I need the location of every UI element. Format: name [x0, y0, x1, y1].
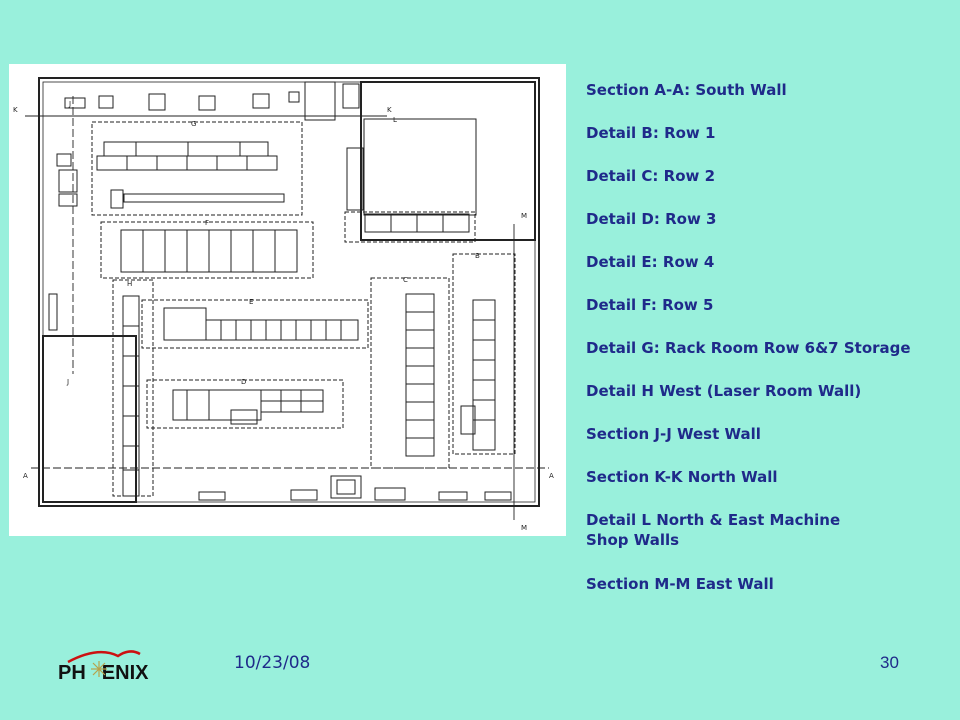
row-f-outline [100, 221, 314, 279]
mark-m-top: M [521, 212, 527, 220]
laser-room [42, 335, 137, 503]
mark-j-bottom: J [66, 378, 69, 386]
star-burst-icon [91, 661, 107, 677]
row-b-racks [460, 299, 496, 451]
machine-shop-inner [363, 118, 477, 216]
legend-item: Section A-A: South Wall [586, 81, 787, 99]
row-f-racks [120, 229, 298, 273]
legend-item: Section J-J West Wall [586, 425, 761, 443]
mark-g: G [191, 120, 196, 128]
mark-h: H [127, 280, 132, 288]
mark-j-top: J [68, 100, 71, 108]
logo-left: PH [58, 662, 86, 684]
row-e-racks [163, 307, 359, 341]
outer-wall-inner [42, 81, 536, 503]
legend-item: Section K-K North Wall [586, 468, 778, 486]
row-g-racks [96, 141, 285, 209]
mark-c: C [403, 276, 408, 284]
legend-item: Detail G: Rack Room Row 6&7 Storage [586, 339, 911, 357]
logo-wordmark: PH ENIX [58, 662, 148, 685]
mark-k-right: K [387, 106, 392, 114]
legend-item: Detail L North & East Machine Shop Walls [586, 511, 841, 549]
legend-item: Detail D: Row 3 [586, 210, 717, 228]
legend-item: Detail C: Row 2 [586, 167, 716, 185]
row-h-racks [122, 295, 140, 497]
mark-d: D [241, 378, 246, 386]
row-d-racks [172, 389, 324, 425]
mark-a-left: A [23, 472, 28, 480]
swoosh-icon [67, 650, 141, 664]
row-b-outline [452, 253, 516, 455]
floor-plan-drawing: A A B C D E F G H J J K K L M M [9, 64, 566, 536]
row-d-outline [146, 379, 344, 429]
mark-m-bottom: M [521, 524, 527, 532]
mark-k-left: K [13, 106, 18, 114]
legend-item: Detail H West (Laser Room Wall) [586, 382, 862, 400]
legend-item: Detail E: Row 4 [586, 253, 715, 271]
phenix-logo: PH ENIX [58, 646, 178, 690]
mark-a-right: A [549, 472, 554, 480]
north-wall-items [64, 81, 360, 121]
row-c-outline [370, 277, 450, 469]
mark-e: E [249, 298, 253, 306]
page-number: 30 [880, 653, 899, 672]
machine-shop [360, 81, 536, 241]
legend-item: Detail F: Row 5 [586, 296, 714, 314]
mark-f: F [205, 219, 209, 227]
row-g-outline [91, 121, 303, 216]
west-wall-items [48, 153, 78, 331]
mark-l: L [393, 116, 397, 124]
shop-wall-row [344, 211, 476, 243]
south-wall-items [198, 475, 512, 501]
legend-item: Section M-M East Wall [586, 575, 774, 593]
logo-right: ENIX [101, 662, 149, 684]
outer-wall [38, 77, 540, 507]
row-c-racks [405, 293, 435, 457]
legend-item: Detail B: Row 1 [586, 124, 716, 142]
row-e-outline [141, 299, 369, 349]
mark-b: B [475, 252, 480, 260]
footer-date: 10/23/08 [234, 653, 311, 673]
